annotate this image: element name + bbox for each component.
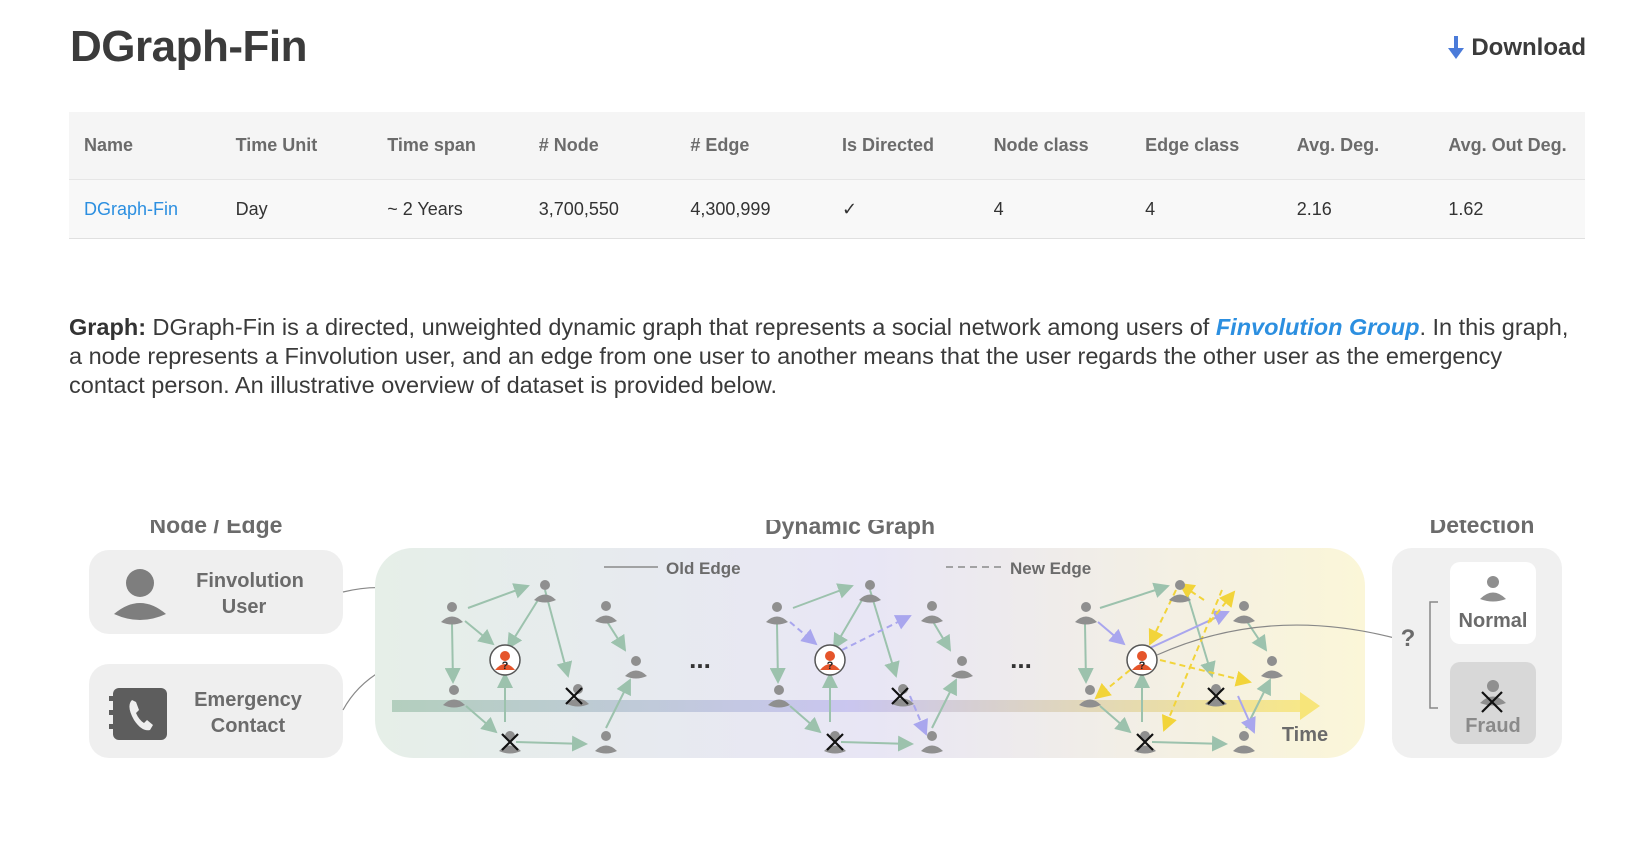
header-edge: # Edge [675, 112, 827, 180]
cell-name: DGraph-Fin [69, 179, 221, 239]
graph-description: Graph: DGraph-Fin is a directed, unweigh… [69, 313, 1574, 400]
finvolution-link[interactable]: Finvolution Group [1215, 314, 1420, 340]
user-legend-label-2: User [222, 596, 267, 618]
download-label: Download [1471, 34, 1586, 61]
page-title: DGraph-Fin [70, 22, 307, 71]
description-text-1: DGraph-Fin is a directed, unweighted dyn… [146, 314, 1216, 340]
header-node: # Node [523, 112, 676, 180]
cell-is-directed: ✓ [826, 179, 979, 239]
time-label: Time [1282, 724, 1328, 746]
user-legend-label-1: Finvolution [196, 570, 304, 592]
cell-avg-deg: 2.16 [1281, 179, 1434, 239]
header-avg-out-deg: Avg. Out Deg. [1433, 112, 1585, 180]
fraud-cross-marks [501, 687, 1225, 751]
dataset-table: Name Time Unit Time span # Node # Edge I… [69, 112, 1585, 239]
dynamic-graph-panel [375, 548, 1365, 758]
table-header-row: Name Time Unit Time span # Node # Edge I… [69, 112, 1585, 180]
detection-question-mark: ? [1401, 625, 1416, 652]
cell-time-span: ~ 2 Years [372, 179, 524, 239]
unknown-mark-1: ? [502, 660, 509, 672]
node-edge-heading: Node / Edge [150, 520, 283, 538]
header-avg-deg: Avg. Deg. [1281, 112, 1434, 180]
normal-user-icon [1480, 576, 1506, 602]
user-icon [114, 569, 166, 620]
ellipsis-1: ... [689, 644, 711, 674]
snapshot-2-edges [769, 583, 957, 752]
detection-heading: Detection [1430, 520, 1535, 538]
cell-nodes: 3,700,550 [523, 179, 676, 239]
snapshot-1-edges [444, 583, 631, 752]
description-label: Graph: [69, 314, 147, 340]
cell-node-class: 4 [978, 179, 1131, 239]
dataset-name-link[interactable]: DGraph-Fin [84, 198, 179, 219]
table-row: DGraph-Fin Day ~ 2 Years 3,700,550 4,300… [69, 179, 1585, 239]
cell-time-unit: Day [220, 179, 373, 239]
normal-box [1450, 562, 1536, 644]
cell-edge-class: 4 [1130, 179, 1282, 239]
user-legend-box [89, 550, 343, 634]
cell-edges: 4,300,999 [675, 179, 827, 239]
description-text-2: . In this graph, a node represents a Fin… [69, 314, 1569, 398]
header-edge-class: Edge class [1130, 112, 1282, 180]
header-time-span: Time span [372, 112, 524, 180]
phone-book-icon [109, 688, 167, 740]
new-edge-label: New Edge [1010, 559, 1091, 578]
unknown-mark-2: ? [827, 660, 834, 672]
fraud-label: Fraud [1465, 715, 1521, 737]
contact-legend-label-1: Emergency [194, 689, 303, 711]
old-edge-label: Old Edge [666, 559, 741, 578]
download-arrow-icon [1448, 36, 1465, 59]
header-time-unit: Time Unit [220, 112, 373, 180]
dynamic-graph-heading: Dynamic Graph [765, 520, 935, 539]
fraud-cross-icon [1481, 691, 1503, 713]
download-button[interactable]: Download [1447, 34, 1586, 62]
header-node-class: Node class [978, 112, 1131, 180]
snapshot-3-edges [1077, 582, 1271, 752]
header-is-directed: Is Directed [826, 112, 979, 180]
contact-legend-label-2: Contact [211, 715, 286, 737]
header-name: Name [69, 112, 221, 180]
dataset-overview-figure: Node / Edge Dynamic Graph Detection Finv… [89, 520, 1562, 758]
normal-label: Normal [1459, 610, 1528, 632]
unknown-mark-3: ? [1139, 660, 1146, 672]
cell-avg-out-deg: 1.62 [1433, 179, 1585, 239]
unknown-user-nodes [489, 644, 1158, 676]
ellipsis-2: ... [1010, 644, 1032, 674]
